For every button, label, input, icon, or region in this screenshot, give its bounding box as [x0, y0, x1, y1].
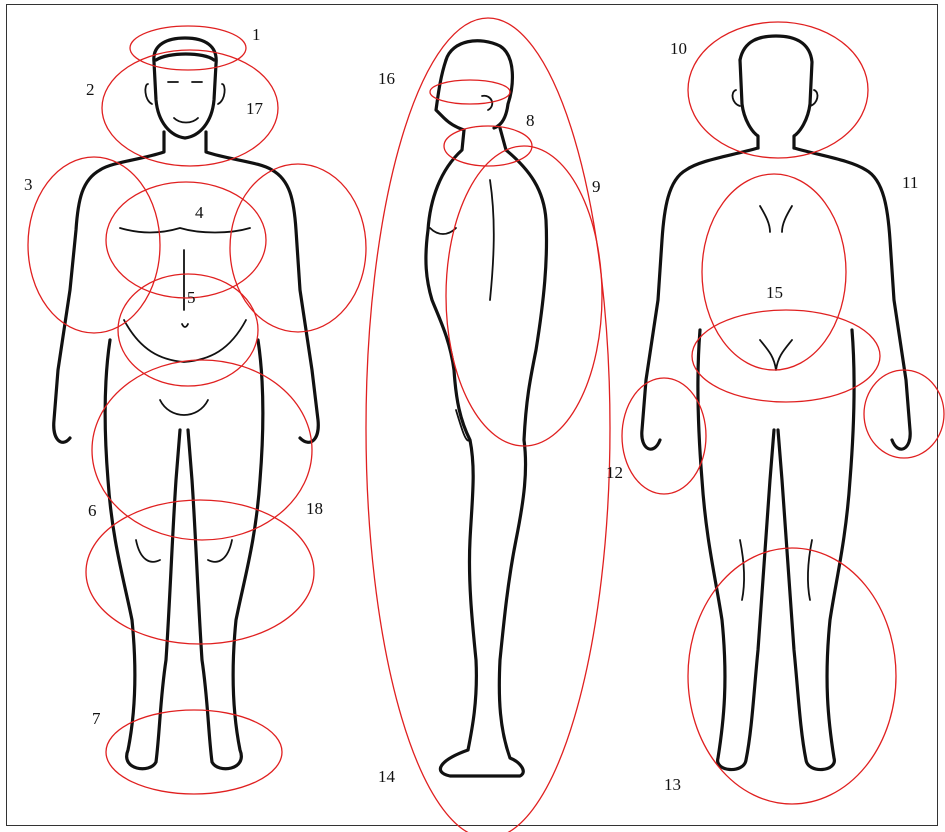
region-1	[130, 26, 246, 70]
region-6	[92, 360, 312, 540]
label-7: 7	[92, 709, 101, 728]
label-17: 17	[246, 99, 264, 118]
label-14: 14	[378, 767, 396, 786]
region-15	[692, 310, 880, 402]
label-15: 15	[766, 283, 783, 302]
region-12b	[864, 370, 944, 458]
label-10: 10	[670, 39, 687, 58]
label-18: 18	[306, 499, 323, 518]
label-12: 12	[606, 463, 623, 482]
label-8: 8	[526, 111, 535, 130]
region-14	[366, 18, 610, 832]
label-9: 9	[592, 177, 601, 196]
region-12	[622, 378, 706, 494]
label-4: 4	[195, 203, 204, 222]
label-5: 5	[187, 288, 196, 307]
region-labels: 1 2 17 3 4 5 6 18 7 16 8 9 14 10 11 15 1…	[24, 25, 918, 794]
region-9	[446, 146, 602, 446]
label-1: 1	[252, 25, 261, 44]
region-16	[430, 80, 510, 104]
label-6: 6	[88, 501, 97, 520]
label-13: 13	[664, 775, 681, 794]
label-16: 16	[378, 69, 395, 88]
label-3: 3	[24, 175, 33, 194]
side-figure	[426, 41, 547, 776]
region-10	[688, 22, 868, 158]
front-figure	[54, 38, 319, 769]
region-3	[28, 157, 160, 333]
region-7	[106, 710, 282, 794]
label-2: 2	[86, 80, 95, 99]
region-11	[702, 174, 846, 370]
back-figure	[642, 36, 910, 770]
label-11: 11	[902, 173, 918, 192]
